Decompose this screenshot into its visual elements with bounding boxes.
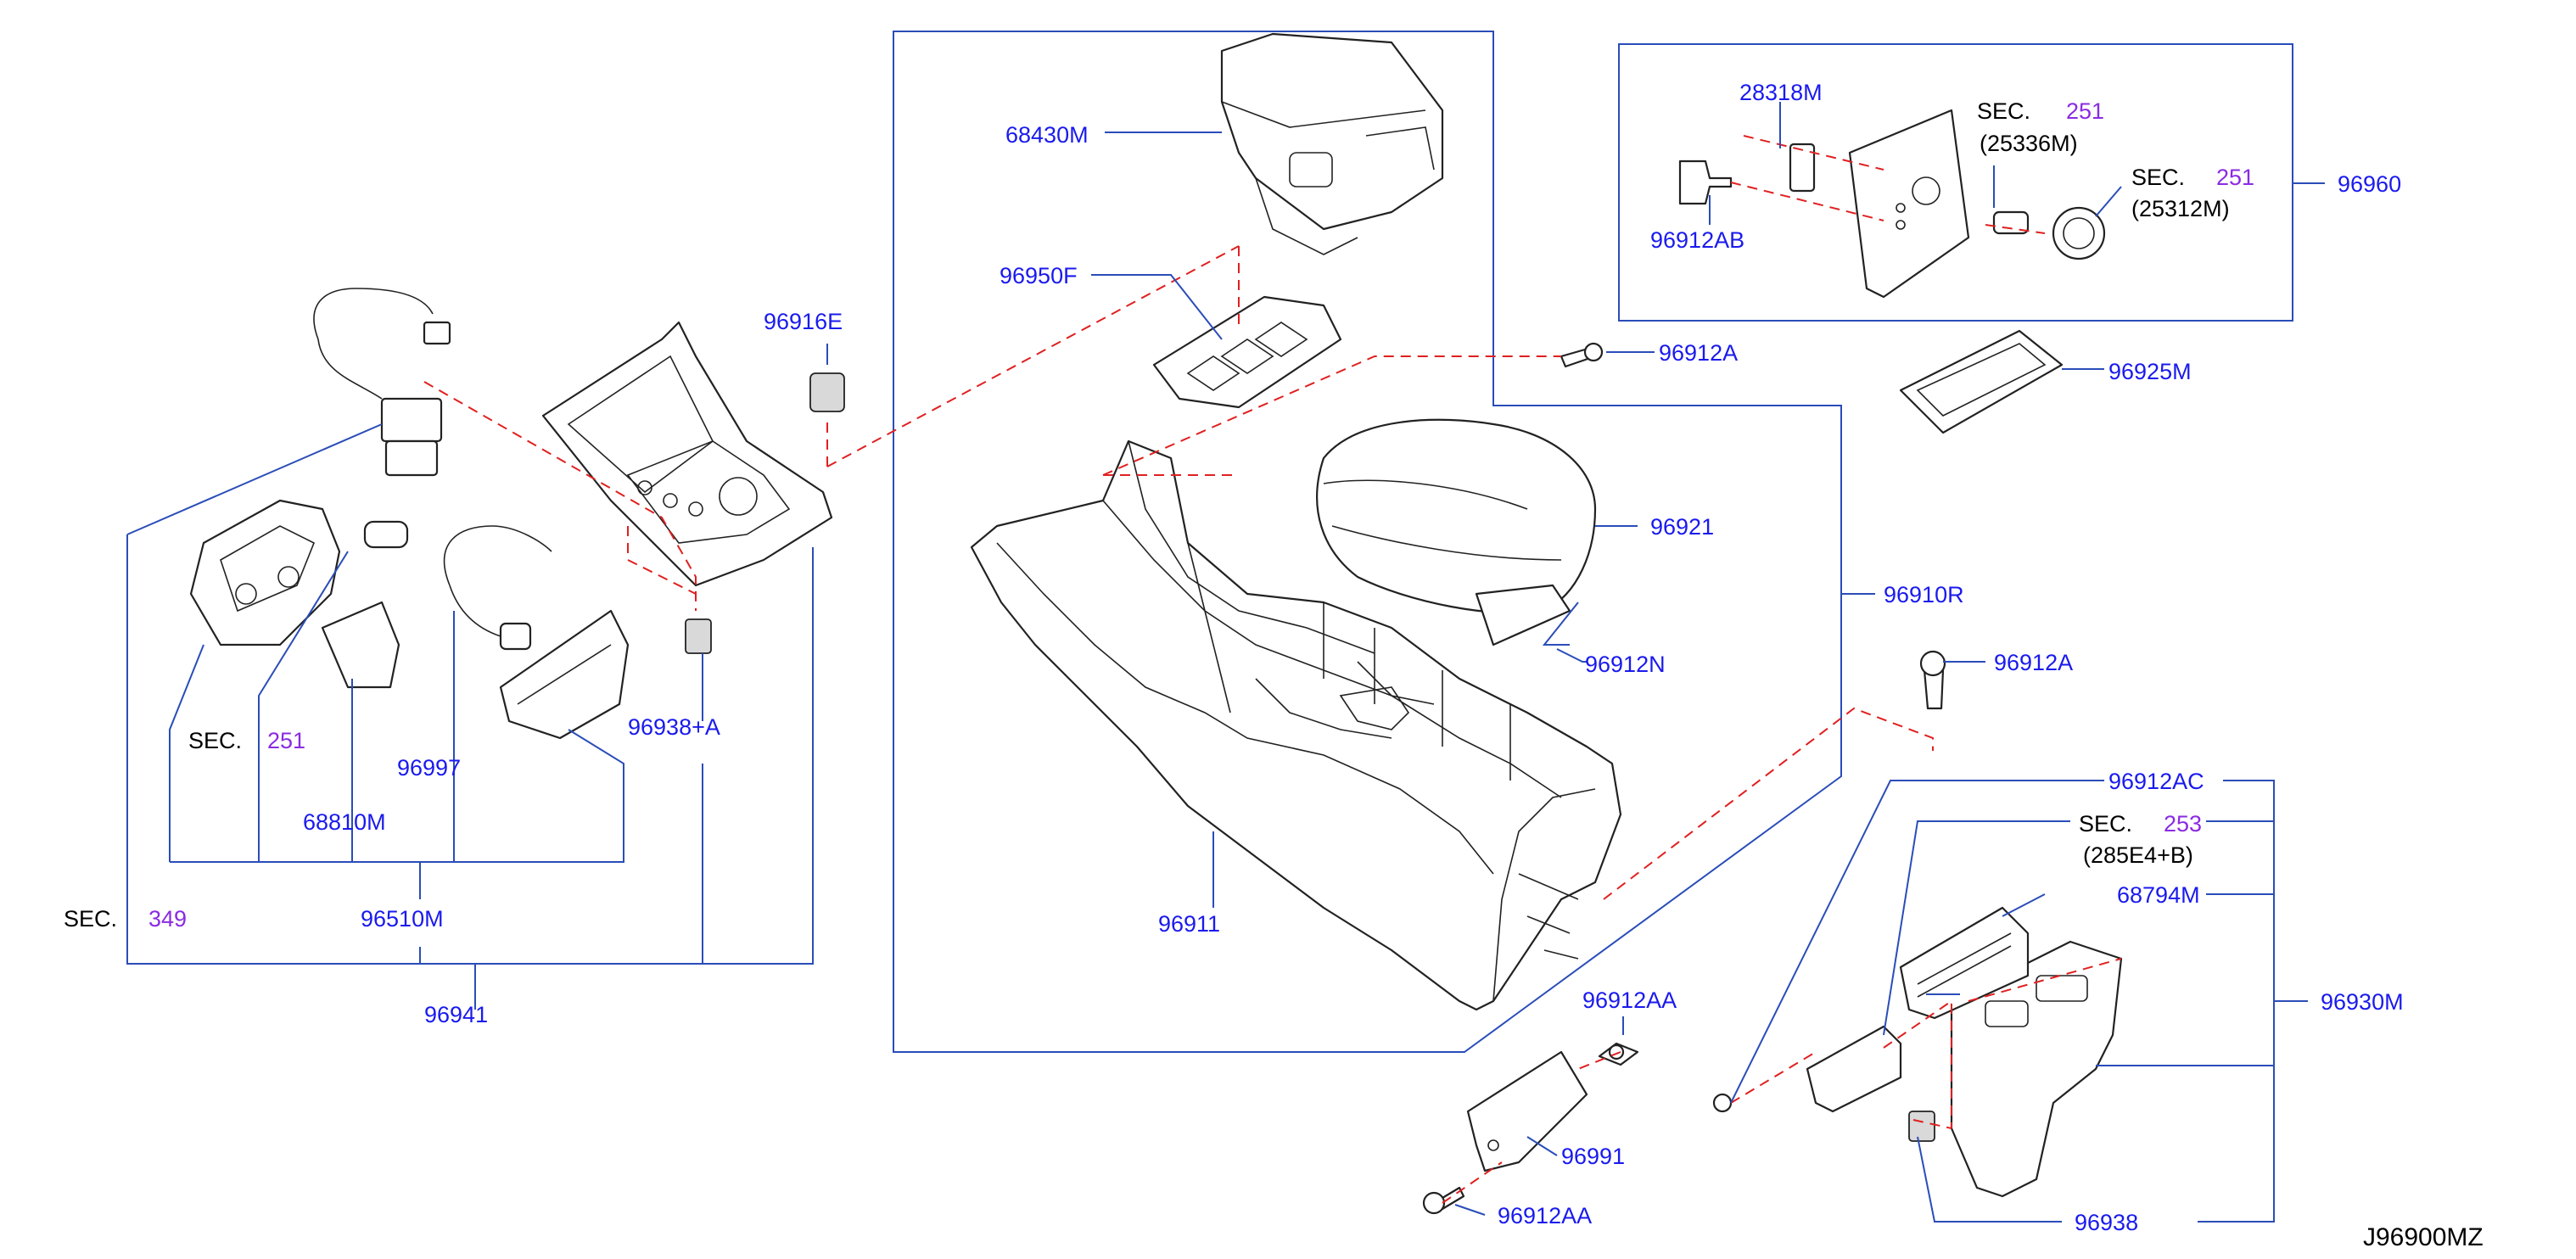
label-96991[interactable]: 96991 xyxy=(1561,1144,1625,1169)
leader-lines xyxy=(126,102,2325,1223)
ashtray-lid-illustration xyxy=(499,609,630,740)
label-sec-253[interactable]: 253 xyxy=(2164,811,2202,837)
label-96912N[interactable]: 96912N xyxy=(1585,652,1666,677)
clip-96938-illustration xyxy=(1908,1111,1935,1142)
assembly-dashed-lines xyxy=(423,135,2122,1204)
label-96950F[interactable]: 96950F xyxy=(1000,263,1078,288)
label-sec-prefix-349: SEC. xyxy=(64,906,117,932)
ashtray-illustration xyxy=(189,499,341,646)
cigar-harness-illustration xyxy=(443,525,552,651)
label-96912A-top[interactable]: 96912A xyxy=(1659,340,1738,366)
label-96941[interactable]: 96941 xyxy=(424,1002,488,1027)
console-body-illustration xyxy=(970,439,1622,1011)
rear-outlet-illustration xyxy=(1678,109,2106,299)
label-sec-prefix-b: SEC. xyxy=(2131,165,2185,190)
lighter-illustration xyxy=(363,520,409,549)
console-assembly-frame xyxy=(893,31,1842,1053)
label-96510M[interactable]: 96510M xyxy=(361,906,444,932)
clip-96916E-illustration xyxy=(809,372,845,412)
label-sec-349[interactable]: 349 xyxy=(148,906,187,932)
label-96911[interactable]: 96911 xyxy=(1158,911,1220,937)
label-96910R[interactable]: 96910R xyxy=(1884,582,1964,607)
coin-tray-illustration xyxy=(1899,329,2064,434)
armrest-lid-illustration xyxy=(1316,418,1597,614)
label-96916E[interactable]: 96916E xyxy=(764,309,843,334)
rear-finisher-illustration xyxy=(1950,940,2123,1198)
label-96912AA-bottom[interactable]: 96912AA xyxy=(1498,1203,1592,1228)
usb-unit-illustration xyxy=(1806,1025,1902,1113)
harness-illustration xyxy=(313,288,451,477)
label-96912AB[interactable]: 96912AB xyxy=(1650,227,1744,253)
label-96912AA-top[interactable]: 96912AA xyxy=(1582,988,1677,1013)
label-96921[interactable]: 96921 xyxy=(1650,514,1714,540)
label-sec-prefix-a: SEC. xyxy=(1977,98,2030,124)
screw-illustrations xyxy=(1422,342,1946,1215)
shifter-bracket-illustration xyxy=(1152,295,1342,409)
label-68430M[interactable]: 68430M xyxy=(1005,122,1089,148)
label-96912AC[interactable]: 96912AC xyxy=(2108,769,2204,794)
ventilator-illustration xyxy=(1899,906,2030,1020)
label-sec-ref-25312M: (25312M) xyxy=(2131,196,2230,221)
label-96925M[interactable]: 96925M xyxy=(2108,359,2192,384)
console-finisher-illustration xyxy=(541,321,833,587)
label-96997[interactable]: 96997 xyxy=(397,755,461,781)
label-96930M[interactable]: 96930M xyxy=(2321,989,2404,1015)
label-sec-251-a[interactable]: 251 xyxy=(2066,98,2104,124)
label-96912A-mid[interactable]: 96912A xyxy=(1994,650,2073,675)
diagram-code: J96900MZ xyxy=(2363,1223,2484,1251)
label-68794M[interactable]: 68794M xyxy=(2117,882,2200,908)
label-sec-251-b[interactable]: 251 xyxy=(2216,165,2254,190)
label-96938[interactable]: 96938 xyxy=(2075,1210,2138,1235)
label-68810M[interactable]: 68810M xyxy=(303,809,386,835)
label-96938A[interactable]: 96938+A xyxy=(628,714,720,740)
console-top-trim-illustration xyxy=(1220,32,1444,255)
clip-96938A-illustration xyxy=(685,618,712,654)
label-sec-prefix-253: SEC. xyxy=(2079,811,2132,837)
label-96960[interactable]: 96960 xyxy=(2338,171,2401,197)
label-sec-ref-285E4B: (285E4+B) xyxy=(2083,842,2193,868)
rubber-seal-illustration xyxy=(1475,584,1571,646)
bracket-96991-illustration xyxy=(1466,1050,1588,1172)
label-28318M[interactable]: 28318M xyxy=(1739,80,1823,105)
label-sec-ref-25336M: (25336M) xyxy=(1980,131,2078,156)
pocket-illustration xyxy=(321,601,400,689)
label-sec-prefix-left: SEC. xyxy=(188,728,242,753)
label-sec-251-left[interactable]: 251 xyxy=(267,728,305,753)
